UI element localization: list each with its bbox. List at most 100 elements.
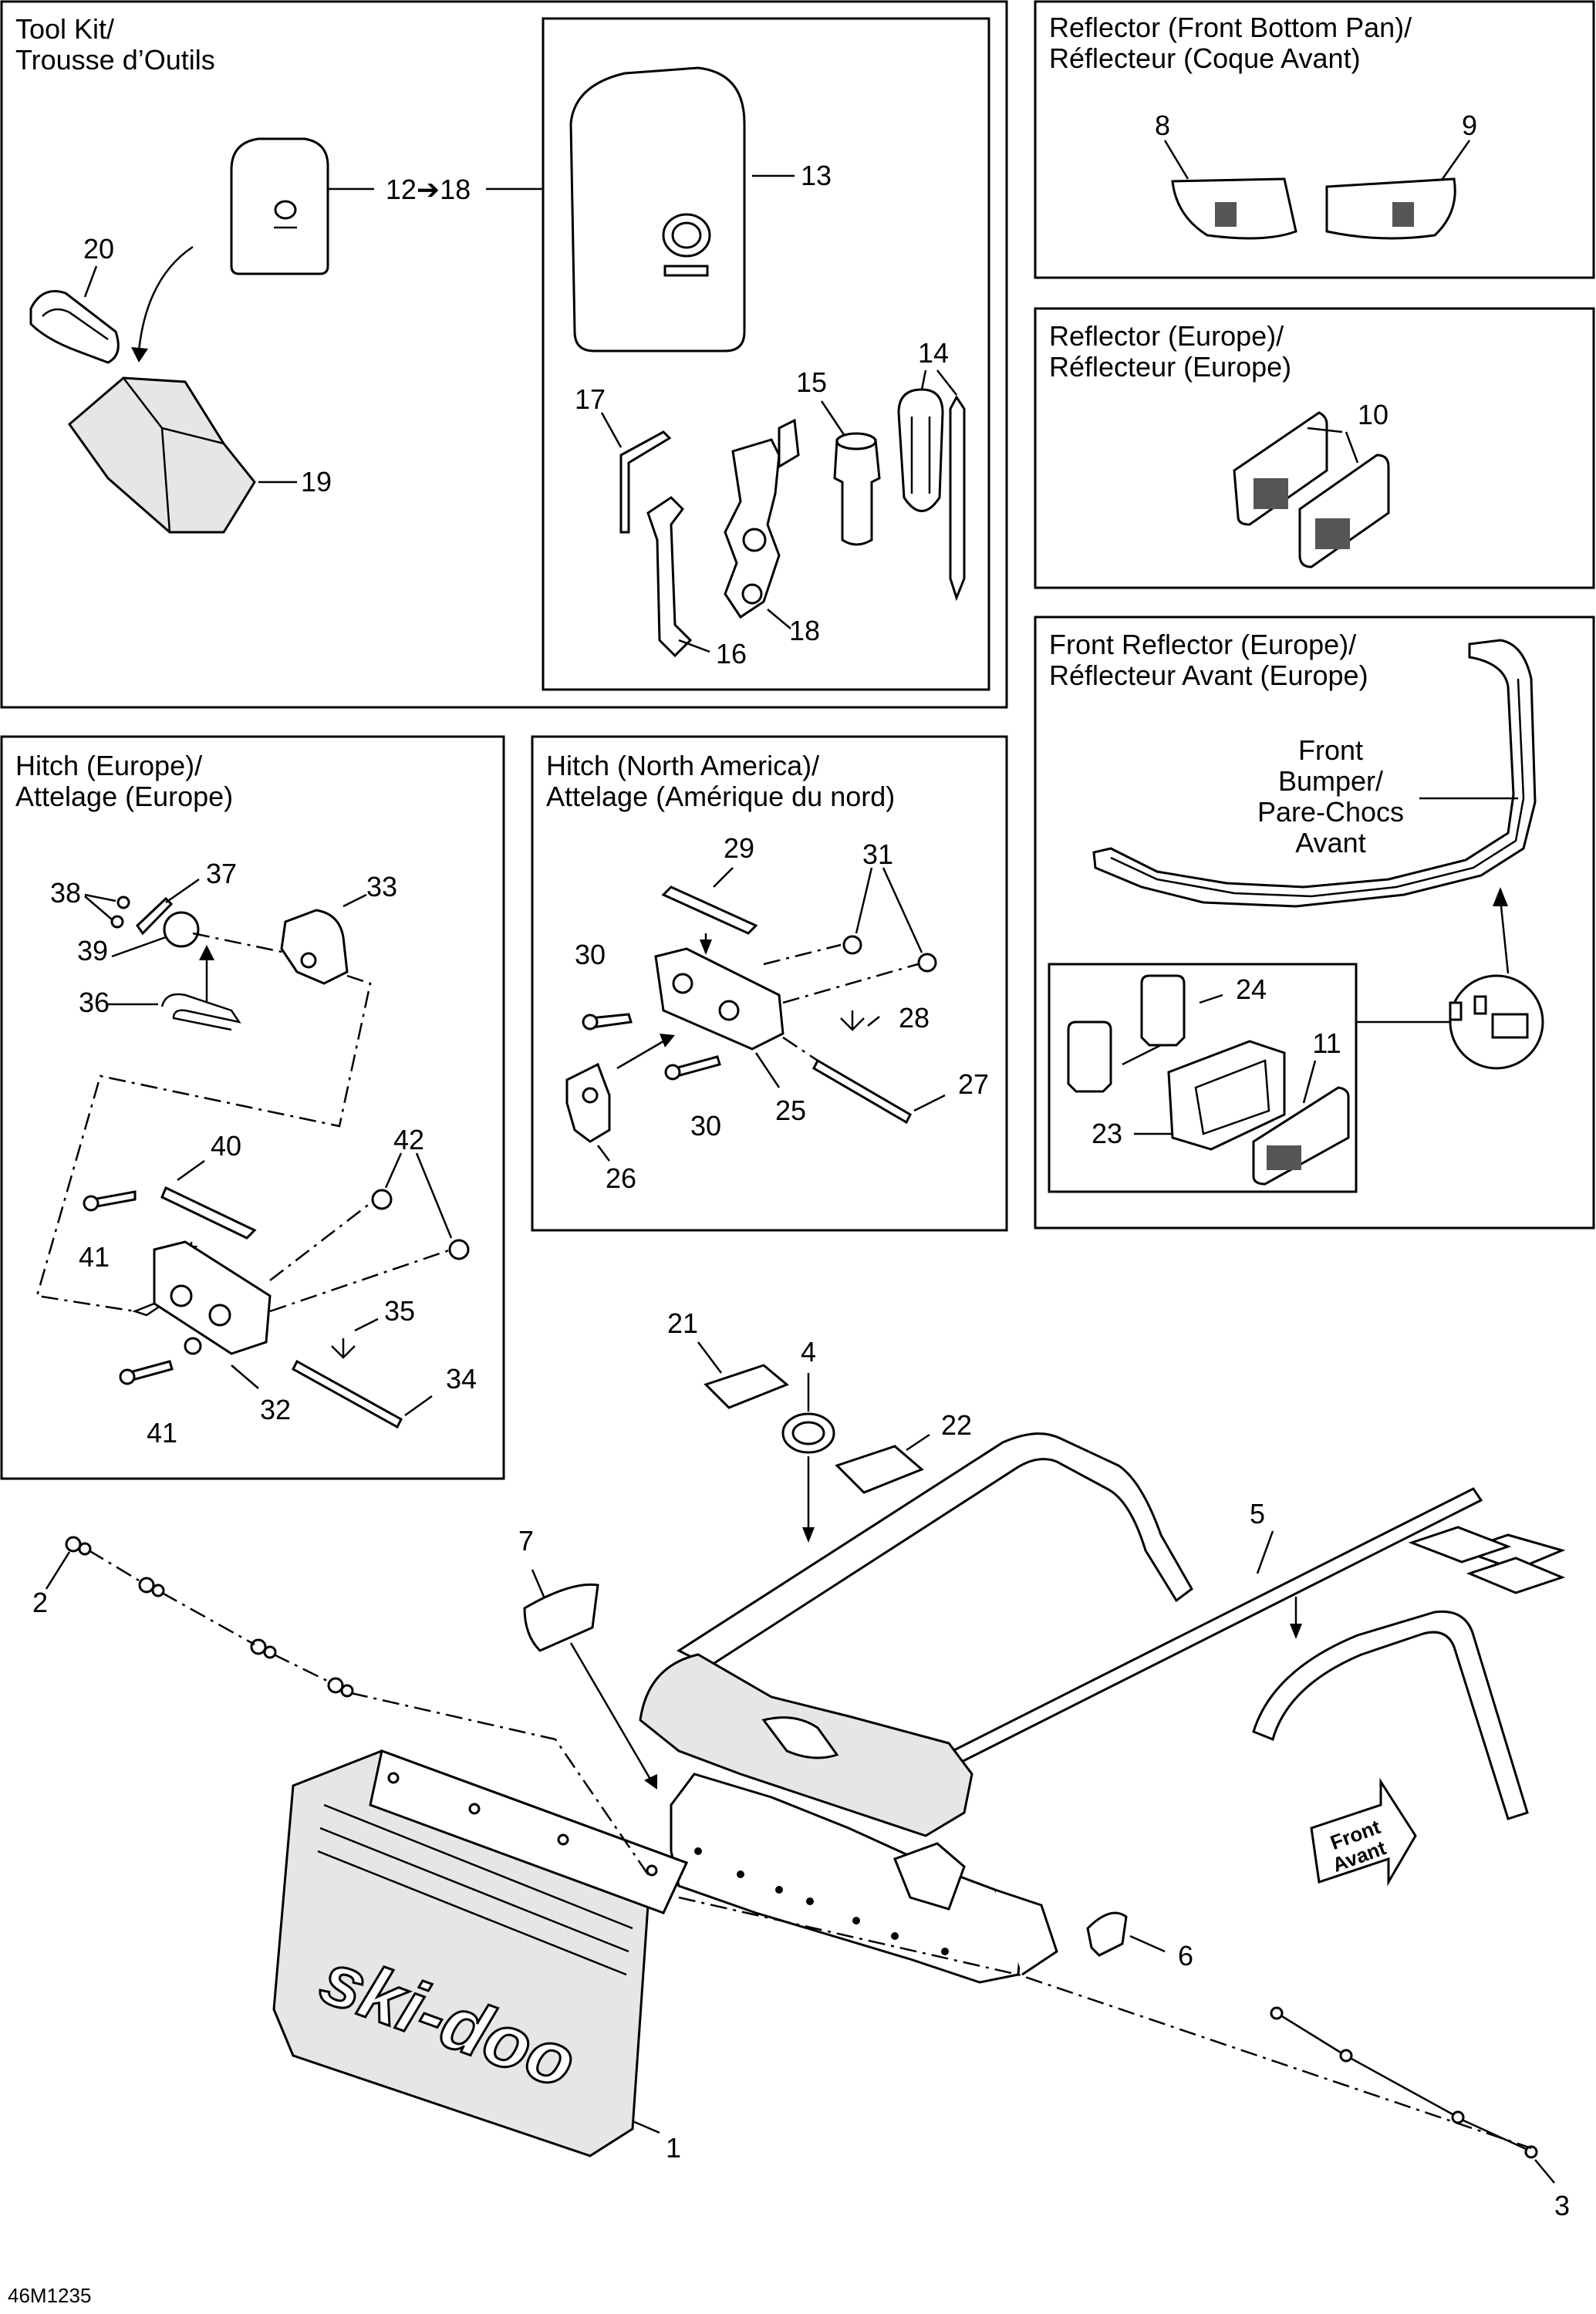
hitch-north-america-panel xyxy=(531,735,1008,1232)
arrow-36-up-head xyxy=(199,945,214,960)
front-reflector-europe-title-fr: Réflecteur Avant (Europe) xyxy=(1049,659,1368,691)
bumper-body-recess xyxy=(761,1716,839,1759)
leader-31b xyxy=(882,867,923,953)
reflector-clip-24b xyxy=(1140,974,1186,1047)
plate-29 xyxy=(661,885,758,935)
screw-2a xyxy=(65,1536,82,1553)
bolt-30b xyxy=(673,1055,721,1078)
front-reflector-europe-title-en: Front Reflector (Europe)/ xyxy=(1049,629,1356,660)
arrow-bag-to-holder-head xyxy=(131,347,148,363)
hitch-europe-nut-lines xyxy=(269,1203,452,1313)
rear-bumper-bracket-cutout xyxy=(893,1842,966,1911)
reflector-clip-24a xyxy=(1067,1020,1112,1093)
nut-3d xyxy=(1524,2145,1538,2159)
nut-3-path xyxy=(1281,2015,1527,2150)
washer-2b xyxy=(151,1584,165,1597)
bolt-30b-head xyxy=(664,1064,681,1081)
leader-14b xyxy=(936,369,957,396)
flap-bolt-3 xyxy=(557,1833,569,1846)
clip-37 xyxy=(136,896,174,936)
leader-10b xyxy=(1345,431,1359,464)
tool-kit-title-en: Tool Kit/ xyxy=(15,13,114,45)
callout-16: 16 xyxy=(716,638,747,670)
screwdriver-bit xyxy=(949,395,966,602)
leader-22 xyxy=(906,1433,930,1452)
callout-34: 34 xyxy=(446,1363,477,1395)
screw-2b xyxy=(138,1577,155,1594)
callout-38: 38 xyxy=(50,877,81,909)
callout-41a: 41 xyxy=(79,1241,110,1273)
cotter-28 xyxy=(840,1010,865,1031)
hitch-bracket-32-hole-1 xyxy=(170,1284,193,1307)
leader-16 xyxy=(678,639,710,653)
hitch-na-title-fr: Attelage (Amérique du nord) xyxy=(546,781,895,812)
nut-42a xyxy=(371,1189,393,1210)
front-reflector-europe-panel xyxy=(1034,616,1595,1230)
leader-14a xyxy=(920,369,927,390)
callout-3: 3 xyxy=(1554,2190,1570,2221)
hitch-na-pin-line xyxy=(782,1036,818,1062)
leader-32 xyxy=(231,1364,259,1389)
callout-33: 33 xyxy=(366,871,397,902)
leader-6 xyxy=(1129,1935,1166,1953)
reflector-right-9-pattern xyxy=(1392,202,1414,227)
tool-bag-large xyxy=(569,66,746,352)
callout-28: 28 xyxy=(899,1002,930,1034)
leader-31a xyxy=(855,867,873,934)
nut-3c xyxy=(1451,2110,1465,2124)
reflector-europe-title-fr: Réflecteur (Europe) xyxy=(1049,351,1291,383)
leader-24b xyxy=(1122,1044,1162,1066)
hex-key xyxy=(619,430,672,534)
hitch-bracket-25 xyxy=(654,947,785,1051)
bracket-hole-3 xyxy=(775,1886,783,1894)
nut-31a xyxy=(842,935,862,955)
tool-holder xyxy=(67,376,256,534)
hitch-bracket-32-edge xyxy=(132,1302,159,1317)
callout-11: 11 xyxy=(1312,1027,1341,1059)
decal-6 xyxy=(1086,1911,1128,1957)
callout-32: 32 xyxy=(260,1394,291,1425)
spanner-hole-2 xyxy=(741,583,763,605)
leader-3 xyxy=(1534,2159,1555,2184)
callout-14: 14 xyxy=(918,337,949,369)
tool-bag-large-logo-inner xyxy=(671,221,702,249)
leader-28 xyxy=(867,1016,880,1027)
spark-plug-socket xyxy=(833,434,881,546)
rivet-38b xyxy=(110,915,124,929)
leader-33 xyxy=(342,893,367,908)
callout-26: 26 xyxy=(606,1162,636,1194)
pin-head-39 xyxy=(163,911,200,948)
callout-19: 19 xyxy=(301,466,332,498)
screwdriver-handle xyxy=(897,388,944,512)
rivet-38a xyxy=(116,896,130,909)
front-bumper-inner-edge xyxy=(1110,678,1525,898)
bracket-hole-6 xyxy=(891,1932,899,1940)
bracket-hole-5 xyxy=(852,1917,860,1924)
reflector-detail-clip-2 xyxy=(1473,995,1487,1015)
hitch-bracket-32-hole-3 xyxy=(184,1337,202,1355)
coupler-33-hole xyxy=(300,952,317,969)
leader-34 xyxy=(404,1395,433,1417)
bolt-41a-head xyxy=(83,1195,100,1212)
callout-29: 29 xyxy=(724,832,754,864)
leader-20 xyxy=(83,265,98,298)
bracket-hole-2 xyxy=(737,1870,744,1878)
trim-end-decal-2 xyxy=(1408,1526,1512,1563)
leader-15 xyxy=(820,400,846,437)
hitch-na-nut-lines xyxy=(763,943,919,1004)
snow-flap-mount xyxy=(369,1749,689,1914)
hitch-europe-title-en: Hitch (Europe)/ xyxy=(15,750,202,781)
hitch-bracket-25-hole-1 xyxy=(672,973,693,994)
washer-2a xyxy=(78,1542,92,1556)
bumper-label-3: Pare-Chocs xyxy=(1257,796,1404,828)
callout-5: 5 xyxy=(1250,1498,1265,1530)
leader-25 xyxy=(754,1052,781,1088)
front-direction-arrow xyxy=(1310,1777,1417,1887)
arrow-29-head xyxy=(700,939,712,955)
tool-holder-edges xyxy=(123,377,224,533)
leader-38a xyxy=(84,893,116,902)
reflector-europe-panel xyxy=(1034,307,1595,589)
leader-27 xyxy=(913,1094,946,1112)
leader-5 xyxy=(1256,1530,1274,1574)
hitch-na-title-en: Hitch (North America)/ xyxy=(546,750,819,781)
